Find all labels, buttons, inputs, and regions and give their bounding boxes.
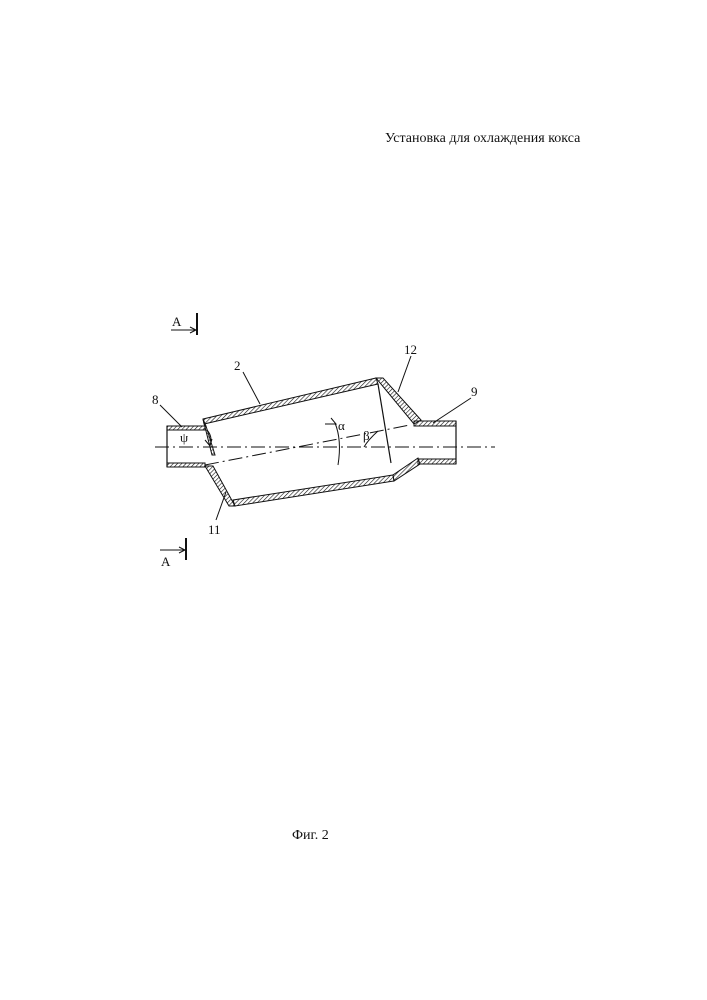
drum-axis-line <box>205 425 410 465</box>
angle-beta-label: β <box>363 428 370 443</box>
leader-line-11 <box>216 492 226 520</box>
ref-number-2: 2 <box>234 358 241 373</box>
leader-line-12 <box>398 356 411 392</box>
leader-line-9 <box>433 398 471 423</box>
section-mark-bottom: А <box>160 538 186 569</box>
inlet-cone <box>203 419 235 506</box>
section-label-bottom: А <box>161 554 171 569</box>
ref-number-8: 8 <box>152 392 159 407</box>
ref-number-12: 12 <box>404 342 417 357</box>
outlet-pipe <box>414 421 456 464</box>
section-mark-top: А <box>171 313 197 335</box>
section-label-top: А <box>172 314 182 329</box>
angle-psi-label: ψ <box>180 430 188 445</box>
angle-alpha-label: α <box>338 418 345 433</box>
outlet-cone <box>376 378 421 481</box>
figure-caption: Фиг. 2 <box>292 828 329 844</box>
ref-number-11: 11 <box>208 522 221 537</box>
leader-line-2 <box>243 372 260 404</box>
leader-line-8 <box>160 405 182 427</box>
ref-number-9: 9 <box>471 384 478 399</box>
